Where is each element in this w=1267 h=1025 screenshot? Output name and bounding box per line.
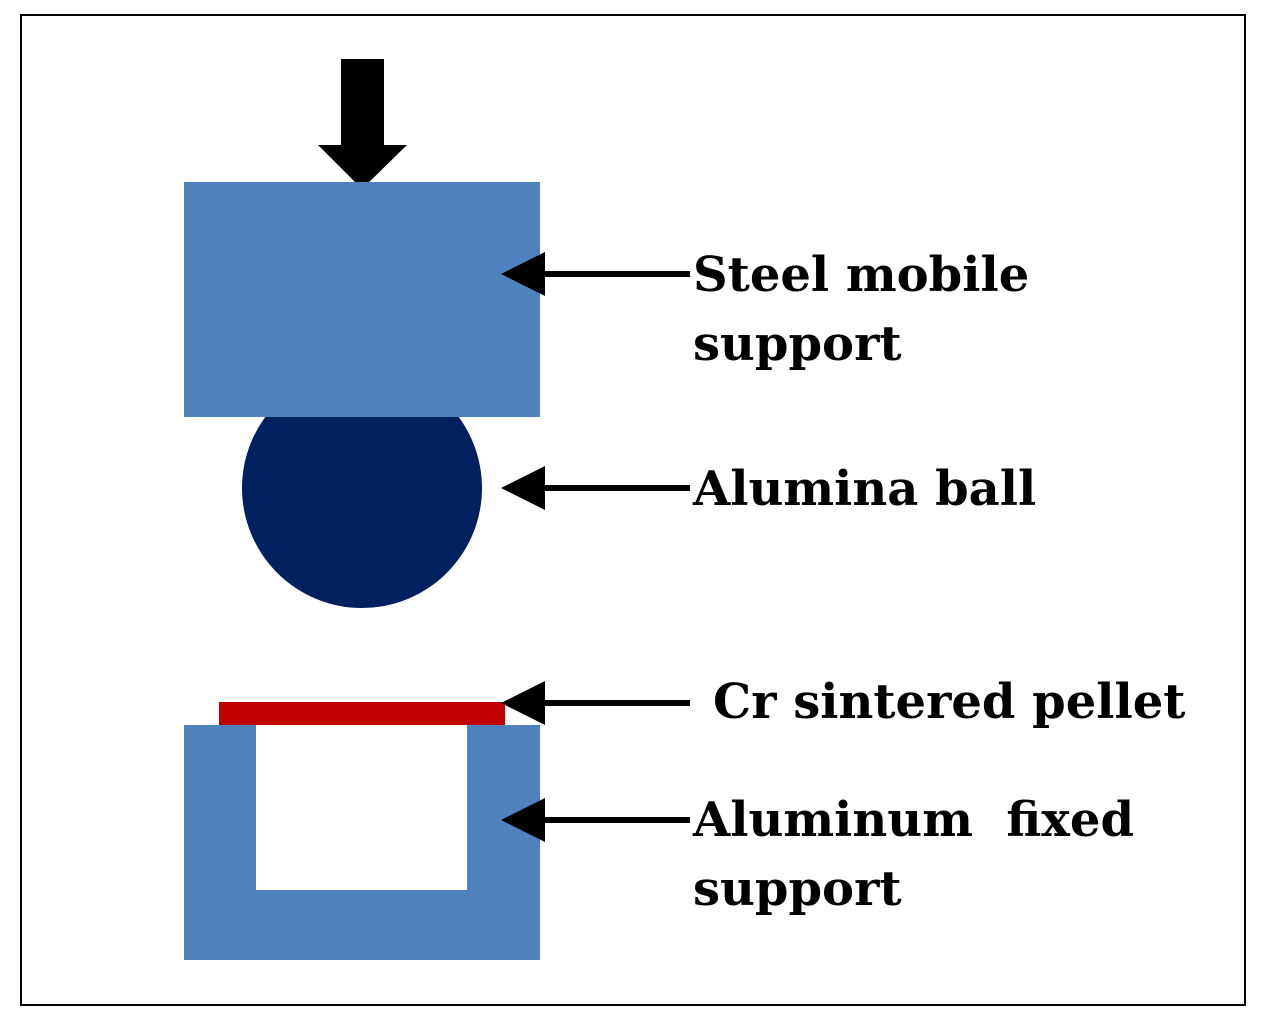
steel-support-pointer-arrow-icon xyxy=(501,252,690,296)
aluminum-support-label: Aluminum fixed support xyxy=(693,786,1134,924)
load-arrow-head xyxy=(318,145,407,189)
cr-sintered-pellet xyxy=(219,702,505,725)
steel-support-label: Steel mobile support xyxy=(693,241,1029,379)
aluminum-fixed-support xyxy=(184,725,540,960)
aluminum-support-pointer-arrow-icon xyxy=(501,798,690,842)
steel-support-label-line2: support xyxy=(693,316,902,372)
alumina-ball-pointer-arrow-icon xyxy=(501,466,690,510)
load-arrow-shaft xyxy=(341,59,384,147)
alumina-ball xyxy=(242,368,482,608)
alumina-ball-label-text: Alumina ball xyxy=(693,461,1037,517)
steel-support-label-line1: Steel mobile xyxy=(693,247,1030,303)
alumina-ball-label: Alumina ball xyxy=(693,455,1036,524)
pellet-label-text: Cr sintered pellet xyxy=(713,674,1186,730)
pellet-label: Cr sintered pellet xyxy=(713,668,1185,737)
aluminum-support-label-line1: Aluminum fixed xyxy=(693,792,1135,848)
load-arrow-icon xyxy=(318,59,407,189)
aluminum-support-label-line2: support xyxy=(693,861,902,917)
pellet-pointer-arrow-icon xyxy=(501,681,690,725)
diagram-frame xyxy=(20,14,1246,1006)
steel-mobile-support xyxy=(184,182,540,417)
